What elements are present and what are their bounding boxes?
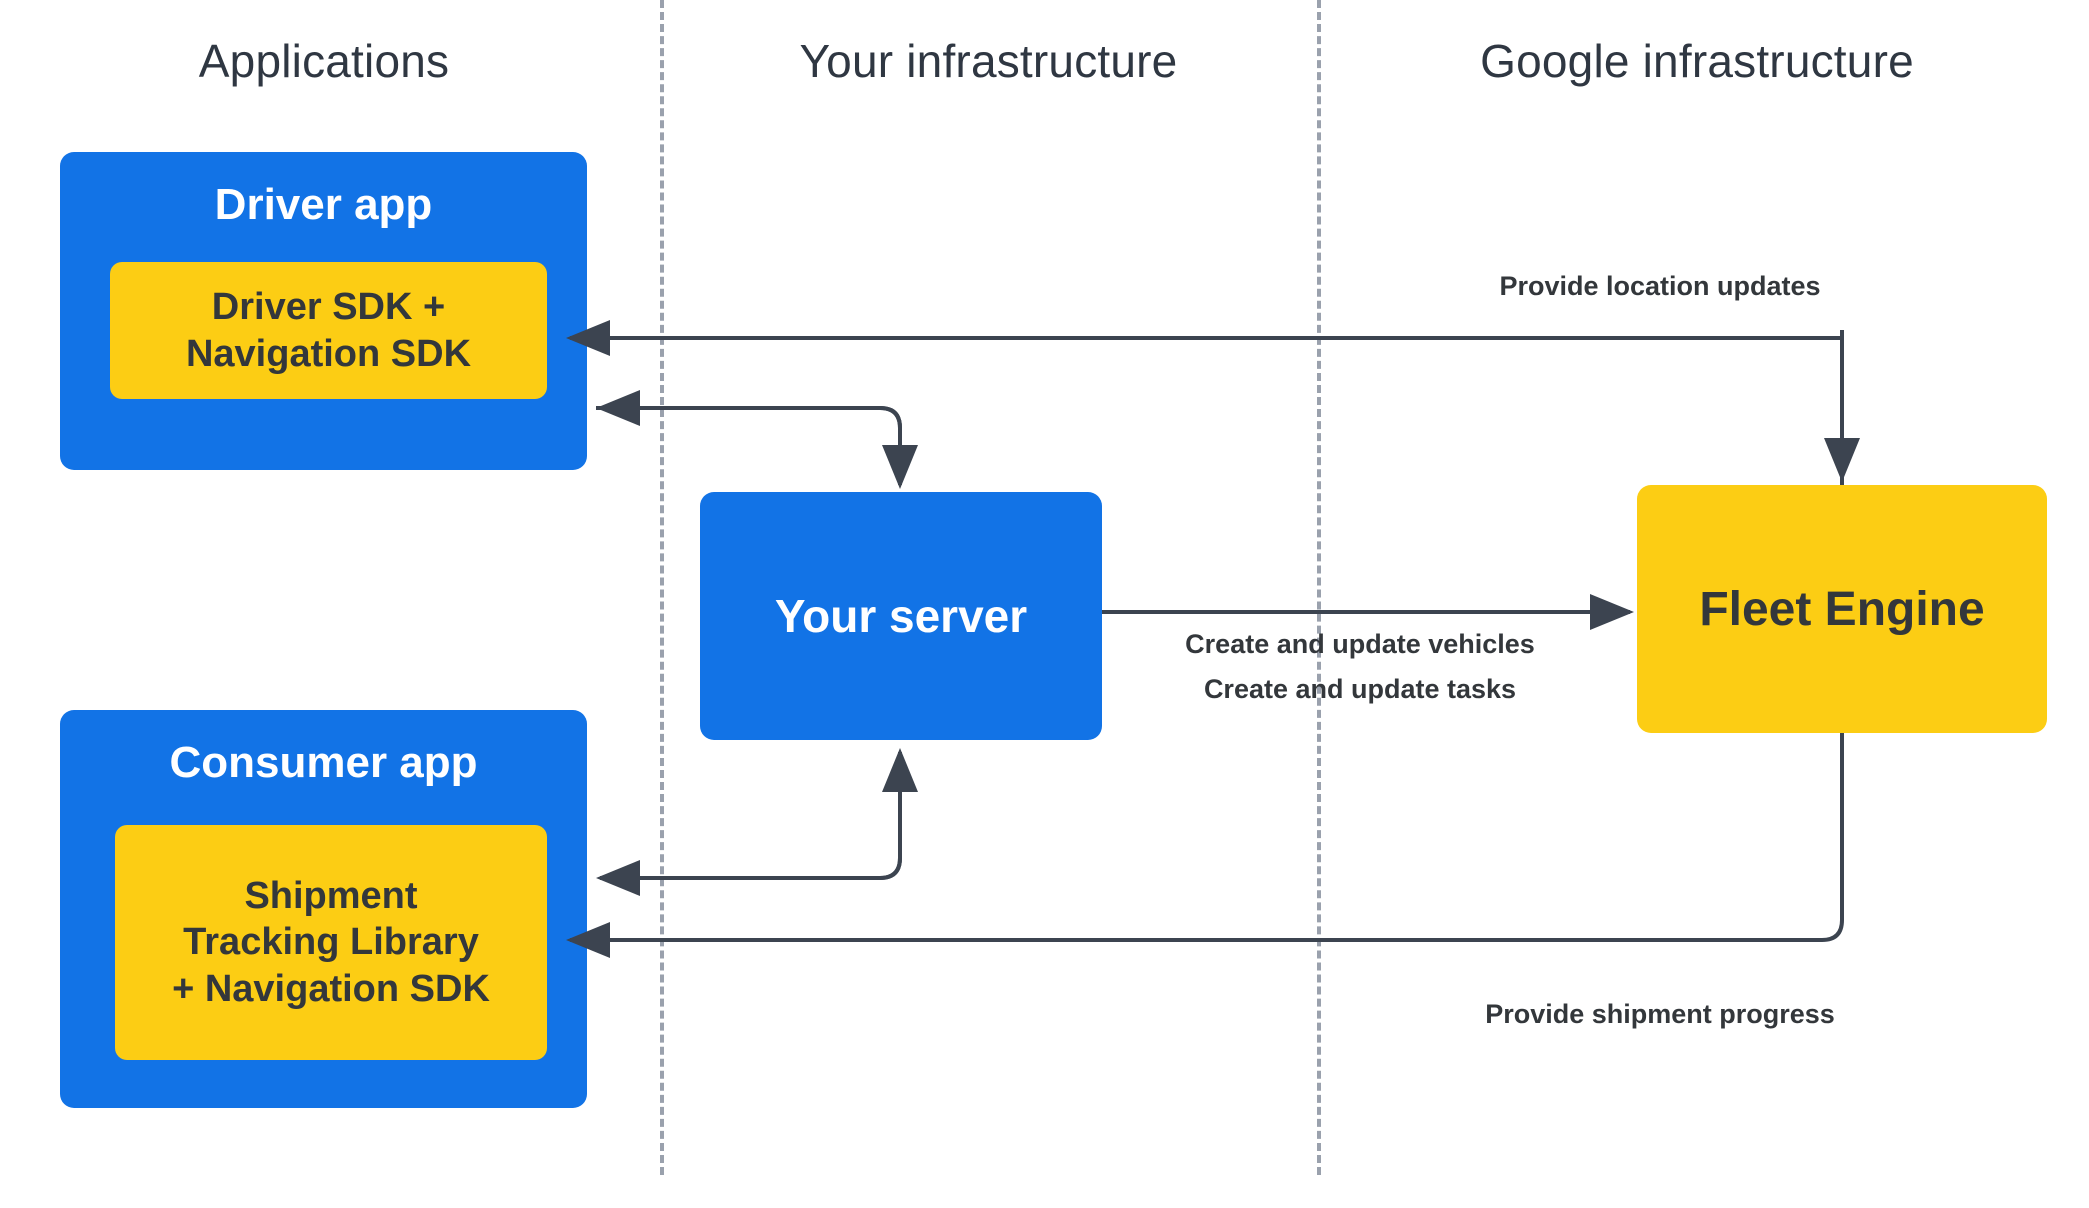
column-header-your-infrastructure: Your infrastructure	[799, 35, 1178, 87]
consumer-sdk-line-1: Shipment	[244, 874, 418, 917]
label-provide-shipment-progress: Provide shipment progress	[1485, 999, 1835, 1029]
driver-sdk-line-2: Navigation SDK	[185, 332, 472, 375]
node-your-server[interactable]: Your server	[700, 492, 1102, 740]
arrow-consumer-to-your-server	[600, 748, 918, 880]
consumer-sdk-line-2: Tracking Library	[183, 921, 479, 964]
driver-sdk-line-1: Driver SDK +	[211, 286, 446, 329]
label-create-and-update-tasks: Create and update tasks	[1203, 674, 1517, 704]
arrow-provide-location-updates	[566, 320, 1844, 485]
divider-infrastructure-google	[1317, 0, 1321, 1175]
driver-app-title: Driver app	[214, 180, 433, 229]
node-driver-sdk[interactable]: Driver SDK + Navigation SDK	[110, 262, 547, 399]
column-header-google-infrastructure: Google infrastructure	[1480, 35, 1914, 87]
node-consumer-sdk[interactable]: Shipment Tracking Library + Navigation S…	[115, 825, 547, 1060]
node-fleet-engine[interactable]: Fleet Engine	[1637, 485, 2047, 733]
column-header-applications: Applications	[198, 35, 450, 87]
arrow-driver-to-your-server	[596, 406, 918, 489]
consumer-app-title: Consumer app	[169, 738, 478, 787]
label-create-and-update-vehicles: Create and update vehicles	[1185, 629, 1535, 659]
arrow-your-server-to-driver-app	[596, 390, 902, 485]
divider-applications-infrastructure	[660, 0, 664, 1175]
arrow-provide-shipment-progress	[566, 733, 1844, 958]
label-provide-location-updates: Provide location updates	[1499, 271, 1821, 301]
arrow-your-server-to-consumer-sdk	[596, 752, 902, 896]
consumer-sdk-line-3: + Navigation SDK	[172, 967, 490, 1010]
